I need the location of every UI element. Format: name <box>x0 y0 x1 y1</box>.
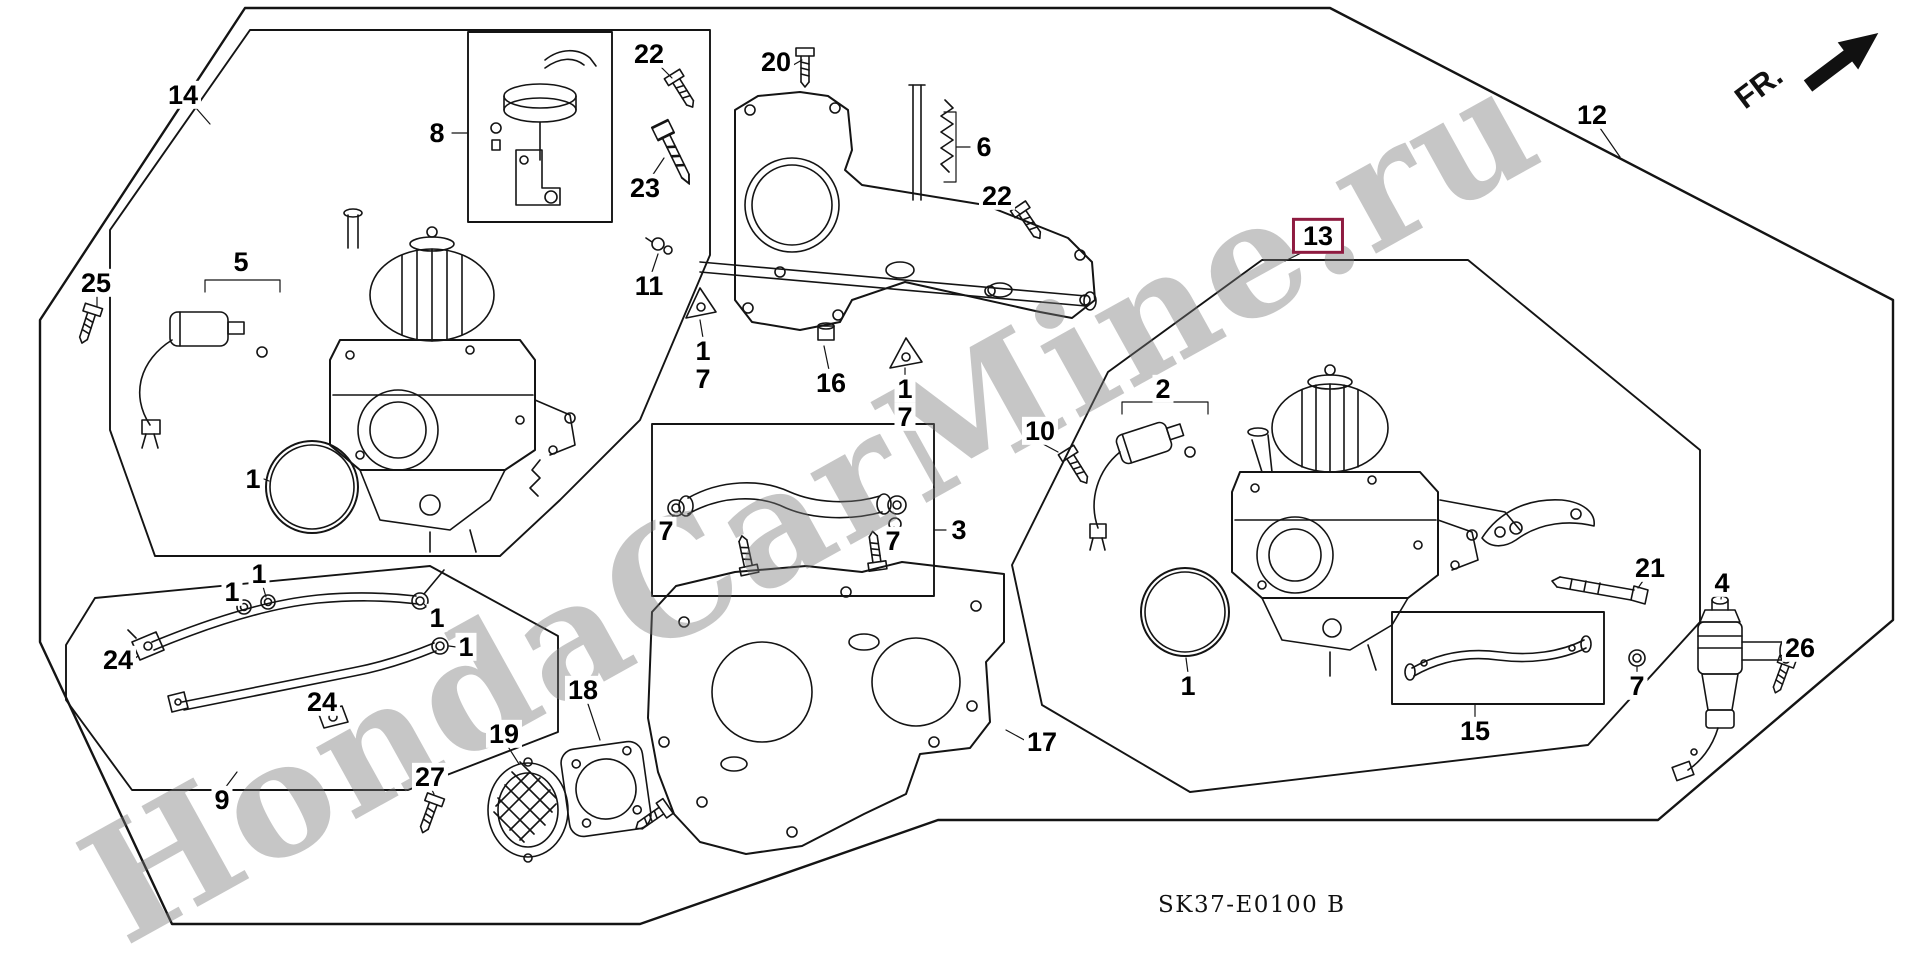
callout-10[interactable]: 10 <box>1021 416 1059 445</box>
callout-1[interactable]: 1 <box>242 464 264 493</box>
callout-17[interactable]: 17 <box>1023 727 1061 756</box>
vacuum-valve <box>490 49 597 206</box>
part-8-box <box>467 31 613 223</box>
callout-7[interactable]: 7 <box>894 402 916 431</box>
diagram-code: SK37-E0100 B <box>1158 892 1346 918</box>
region-borders <box>65 29 1701 793</box>
callout-4[interactable]: 4 <box>1711 568 1733 597</box>
callout-8[interactable]: 8 <box>426 118 448 147</box>
callout-19[interactable]: 19 <box>485 719 523 748</box>
bolt-20 <box>795 47 815 88</box>
callout-22[interactable]: 22 <box>978 181 1016 210</box>
callout-18[interactable]: 18 <box>564 675 602 704</box>
callout-5[interactable]: 5 <box>230 247 252 276</box>
air-control-valve <box>1671 595 1793 782</box>
callout-2[interactable]: 2 <box>1152 374 1174 403</box>
hose-assembly <box>667 482 907 531</box>
callout-24[interactable]: 24 <box>99 645 137 674</box>
right-carburetor <box>1140 364 1523 677</box>
callout-1[interactable]: 1 <box>692 336 714 365</box>
callout-15[interactable]: 15 <box>1456 716 1494 745</box>
callout-12[interactable]: 12 <box>1573 100 1611 129</box>
callout-3[interactable]: 3 <box>948 515 970 544</box>
callout-20[interactable]: 20 <box>757 47 795 76</box>
callout-1[interactable]: 1 <box>894 374 916 403</box>
region-9-border <box>65 565 559 791</box>
bolt-10 <box>1057 444 1096 489</box>
fr-arrow <box>1803 33 1879 92</box>
callout-9[interactable]: 9 <box>211 785 233 814</box>
bolt-25 <box>72 302 104 347</box>
tube-15 <box>1404 635 1592 681</box>
callout-7[interactable]: 7 <box>882 526 904 555</box>
callout-27[interactable]: 27 <box>411 762 449 791</box>
callout-1[interactable]: 1 <box>426 603 448 632</box>
callout-24[interactable]: 24 <box>303 687 341 716</box>
bolt-27 <box>413 792 446 837</box>
stay-bracket <box>1481 499 1595 547</box>
callout-23[interactable]: 23 <box>626 173 664 202</box>
callout-1[interactable]: 1 <box>248 559 270 588</box>
callout-22[interactable]: 22 <box>630 39 668 68</box>
bolt-21 <box>1551 576 1649 605</box>
right-oring <box>1140 567 1230 657</box>
callout-6[interactable]: 6 <box>973 132 995 161</box>
callout-13[interactable]: 13 <box>1291 217 1345 255</box>
callout-7[interactable]: 7 <box>655 516 677 545</box>
region-13-border <box>1011 259 1701 793</box>
region-14-border <box>109 29 711 557</box>
left-carburetor <box>265 208 576 553</box>
callout-11[interactable]: 11 <box>631 271 667 300</box>
part-15-box <box>1391 611 1605 705</box>
callout-1[interactable]: 1 <box>455 632 477 661</box>
callout-14[interactable]: 14 <box>164 80 202 109</box>
screen-19 <box>487 757 569 863</box>
callout-1[interactable]: 1 <box>1177 671 1199 700</box>
callout-1[interactable]: 1 <box>221 577 243 606</box>
callout-7[interactable]: 7 <box>1626 671 1648 700</box>
fuel-pipes <box>127 569 449 729</box>
cut-off-solenoid-right <box>1089 421 1196 551</box>
callout-21[interactable]: 21 <box>1631 553 1669 582</box>
fr-label: FR. <box>1728 58 1789 116</box>
callout-25[interactable]: 25 <box>77 268 115 297</box>
left-oring <box>265 440 359 534</box>
washer-7-right <box>1628 649 1646 667</box>
gasket-18 <box>560 740 652 838</box>
outer-border <box>38 6 1895 926</box>
callout-16[interactable]: 16 <box>812 368 850 397</box>
callout-7[interactable]: 7 <box>692 364 714 393</box>
gasket-plate-17 <box>630 529 1005 855</box>
cut-off-solenoid-left <box>138 311 268 449</box>
top-bracket-assembly <box>645 84 1097 369</box>
part-3-box <box>651 423 935 597</box>
callout-26[interactable]: 26 <box>1781 633 1819 662</box>
